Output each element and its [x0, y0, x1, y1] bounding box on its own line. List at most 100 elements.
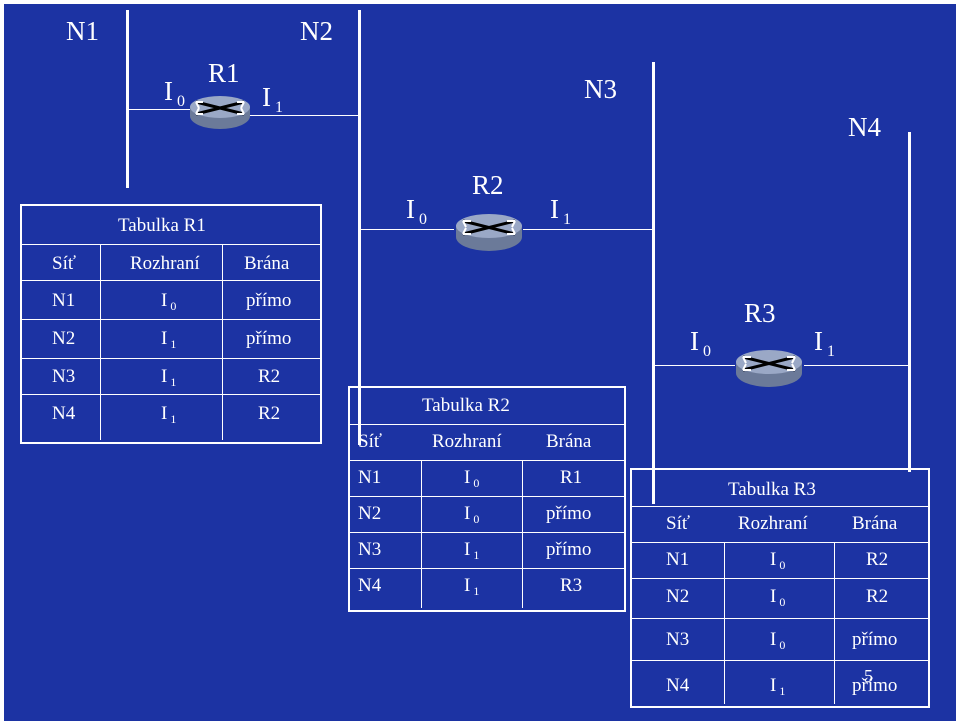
routing-table-r3 — [630, 468, 930, 708]
router-r2-icon — [456, 214, 522, 251]
table-r1-row3-net: N3 — [52, 366, 76, 387]
table-r1-row4-net: N4 — [52, 403, 76, 424]
router-r1-icon — [190, 96, 250, 129]
table-r2-row3-net: N3 — [358, 539, 382, 560]
table-r1-row4-gw: R2 — [258, 403, 281, 424]
table-r2-row2-gw: přímo — [546, 503, 592, 524]
link-r3-n3 — [655, 365, 735, 366]
network-label-n2: N2 — [300, 16, 333, 46]
network-line-n1 — [126, 10, 129, 188]
table-r2-header-if: Rozhraní — [432, 431, 502, 452]
table-r3-row4-gw: přímo — [852, 675, 898, 696]
table-r1-row3-gw: R2 — [258, 366, 281, 387]
table-r1-divider — [222, 244, 223, 440]
table-r2-divider — [350, 460, 624, 461]
table-r2-divider — [350, 496, 624, 497]
table-r1-divider — [22, 358, 320, 359]
router-r1-name: R1 — [208, 58, 240, 88]
table-r1-title: Tabulka R1 — [118, 215, 206, 236]
table-r1-divider — [22, 394, 320, 395]
table-r3-divider — [724, 542, 725, 704]
table-r2-header-gw: Brána — [546, 431, 592, 452]
router-r3-icon — [736, 350, 802, 387]
table-r1-header-gw: Brána — [244, 253, 290, 274]
table-r1-divider — [100, 244, 101, 440]
table-r3-divider — [632, 506, 928, 507]
table-r3-divider — [834, 542, 835, 704]
table-r2-row2-net: N2 — [358, 503, 382, 524]
network-line-n3 — [652, 62, 655, 504]
table-r2-divider — [350, 532, 624, 533]
table-r3-divider — [632, 618, 928, 619]
routing-table-r1 — [20, 204, 322, 444]
table-r2-divider — [522, 460, 523, 608]
table-r3-header-net: Síť — [666, 513, 690, 534]
table-r3-row4-net: N4 — [666, 675, 690, 696]
network-label-n1: N1 — [66, 16, 99, 46]
table-r3-row2-net: N2 — [666, 586, 690, 607]
table-r1-header-if: Rozhraní — [130, 253, 200, 274]
table-r1-row2-gw: přímo — [246, 328, 292, 349]
table-r2-row1-net: N1 — [358, 467, 382, 488]
table-r3-divider — [632, 660, 928, 661]
table-r3-row1-gw: R2 — [866, 549, 889, 570]
table-r1-row2-net: N2 — [52, 328, 76, 349]
table-r2-divider — [421, 460, 422, 608]
table-r2-row4-gw: R3 — [560, 575, 583, 596]
table-r1-row1-net: N1 — [52, 290, 76, 311]
table-r2-divider — [350, 424, 624, 425]
router-r3-name: R3 — [744, 298, 776, 328]
table-r2-title: Tabulka R2 — [422, 395, 510, 416]
router-r2-name: R2 — [472, 170, 504, 200]
table-r2-row4-net: N4 — [358, 575, 382, 596]
routing-table-r2 — [348, 386, 626, 612]
table-r1-divider — [22, 244, 320, 245]
table-r2-row1-gw: R1 — [560, 467, 583, 488]
table-r2-header-net: Síť — [358, 431, 382, 452]
link-r1-n1 — [128, 109, 190, 110]
table-r3-header-gw: Brána — [852, 513, 898, 534]
link-r2-n2 — [361, 229, 454, 230]
table-r1-header-net: Síť — [52, 253, 76, 274]
table-r3-row2-gw: R2 — [866, 586, 889, 607]
table-r3-title: Tabulka R3 — [728, 479, 816, 500]
link-r3-n4 — [804, 365, 908, 366]
table-r3-divider — [632, 578, 928, 579]
network-label-n3: N3 — [584, 74, 617, 104]
table-r3-row1-net: N1 — [666, 549, 690, 570]
table-r3-row3-gw: přímo — [852, 629, 898, 650]
table-r3-header-if: Rozhraní — [738, 513, 808, 534]
table-r2-row3-gw: přímo — [546, 539, 592, 560]
link-r2-n3 — [523, 229, 652, 230]
link-r1-n2 — [250, 115, 358, 116]
table-r1-divider — [22, 319, 320, 320]
network-label-n4: N4 — [848, 112, 881, 142]
network-line-n4 — [908, 132, 911, 472]
table-r2-divider — [350, 568, 624, 569]
page-number: 5 — [864, 666, 873, 686]
table-r3-divider — [632, 542, 928, 543]
table-r1-row1-gw: přímo — [246, 290, 292, 311]
table-r3-row3-net: N3 — [666, 629, 690, 650]
table-r1-divider — [22, 280, 320, 281]
network-line-n2 — [358, 10, 361, 445]
